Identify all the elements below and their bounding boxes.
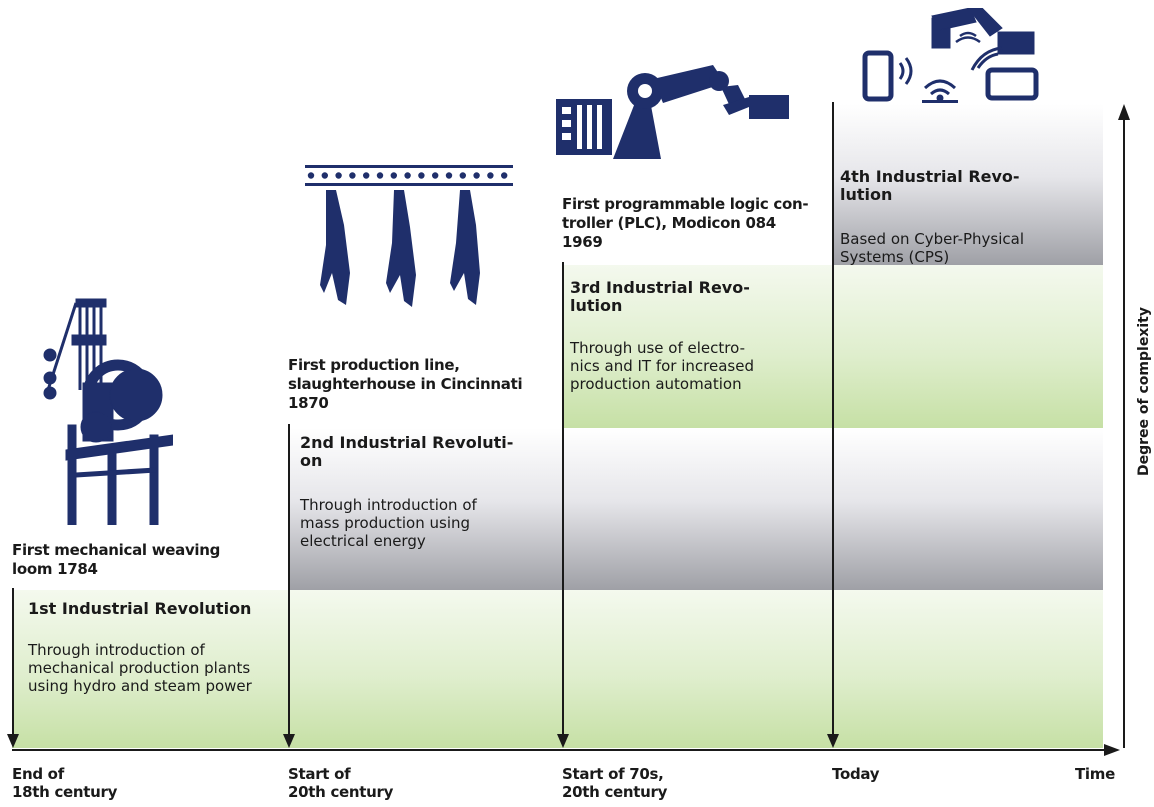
milestone-arrow-4 [827,734,839,748]
conveyor-dot [376,172,384,179]
milestone-arrow-1 [7,734,19,748]
revolution-2-description: Through introduction of mass production … [300,496,477,550]
time-label-3: Start of 70s, 20th century [562,765,668,801]
milestone-arrow-3 [557,734,569,748]
time-label-2: Start of 20th century [288,765,394,801]
conveyor-dot [432,172,439,179]
revolution-3-title: 3rd Industrial Revo- lution [570,278,750,315]
milestone-text-1: First mechanical weaving loom 1784 [12,541,221,578]
conveyor-dot [349,172,356,179]
milestone-text-3: First programmable logic con- troller (P… [562,195,809,251]
weaving-loom-icon [43,298,173,525]
conveyor-dot [363,172,370,179]
cyber-physical-systems-icon [862,8,1039,103]
revolution-1-band [12,590,1103,748]
conveyor-dot [459,172,466,179]
complexity-axis-line [1123,118,1125,748]
complexity-axis-arrow [1118,104,1130,120]
revolution-4-description: Based on Cyber-Physical Systems (CPS) [840,230,1025,266]
milestone-line-1 [12,588,14,736]
milestone-arrow-2 [283,734,295,748]
milestone-line-3 [562,262,564,736]
revolution-4-band [832,104,1103,265]
conveyor-dot [487,172,494,179]
conveyor-dot [307,172,315,179]
conveyor-dot [445,172,453,179]
time-label-1: End of 18th century [12,765,118,801]
time-axis-arrow [1104,744,1120,756]
complexity-axis-label: Degree of complexity [1136,307,1152,476]
conveyor-dot [473,172,480,179]
time-label-4: Today [832,765,880,783]
conveyor-dot [501,172,508,179]
conveyor-dot [321,172,328,179]
revolution-1-title: 1st Industrial Revolution [28,599,252,618]
revolution-4-title: 4th Industrial Revo- lution [840,167,1020,204]
conveyor-dot [390,172,397,179]
slaughterhouse-production-line-icon [305,165,513,307]
plc-robot-arm-icon [556,65,789,159]
revolution-3-description: Through use of electro- nics and IT for … [570,339,754,393]
time-axis-label: Time [1075,765,1115,783]
conveyor-dot [404,172,411,179]
revolution-1-description: Through introduction of mechanical produ… [28,641,252,695]
revolution-2-band [288,428,1103,590]
milestone-line-2 [288,424,290,736]
milestone-line-4 [832,102,834,736]
milestone-text-2: First production line, slaughterhouse in… [288,356,523,412]
time-axis-line [12,749,1106,751]
conveyor-dot [418,172,425,179]
revolution-2-title: 2nd Industrial Revoluti- on [300,433,514,470]
conveyor-dot [335,172,342,179]
